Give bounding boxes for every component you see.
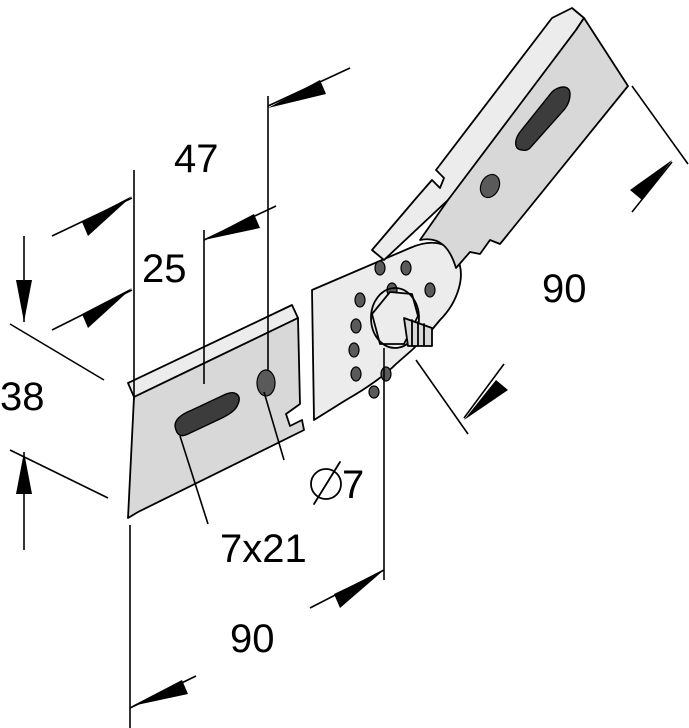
dim-90-bottom: 90 xyxy=(230,617,275,661)
dim-47: 47 xyxy=(174,137,219,181)
dim-38: 38 xyxy=(0,375,45,419)
right-plate xyxy=(371,7,629,269)
bolt-nut xyxy=(370,287,433,349)
dimension-labels: 47 25 38 7x21 7 90 90 xyxy=(0,137,587,661)
round-hole xyxy=(256,369,276,397)
slot-hole xyxy=(174,392,240,437)
dim-90-right: 90 xyxy=(542,267,587,311)
dim-25: 25 xyxy=(142,247,187,291)
slot-hole-right xyxy=(515,86,571,152)
left-plate xyxy=(127,304,305,519)
dim-hole-value: 7 xyxy=(342,463,364,507)
dim-slot: 7x21 xyxy=(220,527,307,571)
round-hole-right xyxy=(479,173,501,199)
dim-hole-diameter: 7 xyxy=(310,461,364,507)
dimension-lines xyxy=(9,67,689,728)
